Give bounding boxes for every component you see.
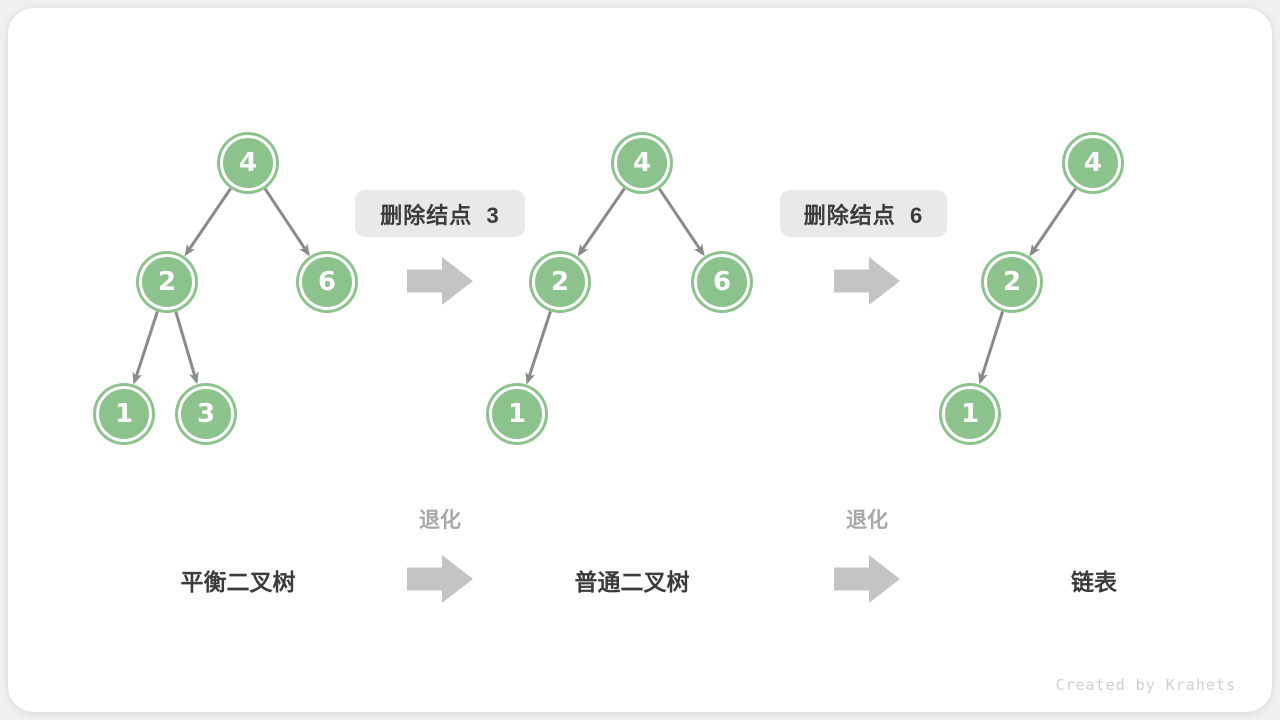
balanced-binary-tree-label: 平衡二叉树 xyxy=(180,569,296,595)
delete-node-6-badge: 删除结点 6 xyxy=(780,190,947,237)
watermark-credit: Created by Krahets xyxy=(1055,676,1236,694)
degrade-label: 退化 xyxy=(846,509,888,532)
delete-node-3-badge: 删除结点 3 xyxy=(355,190,525,237)
ordinary-binary-tree-label: 普通二叉树 xyxy=(574,569,690,595)
degrade-label: 退化 xyxy=(419,509,461,532)
linked-list-label: 链表 xyxy=(1071,569,1117,595)
diagram-card xyxy=(8,8,1272,712)
